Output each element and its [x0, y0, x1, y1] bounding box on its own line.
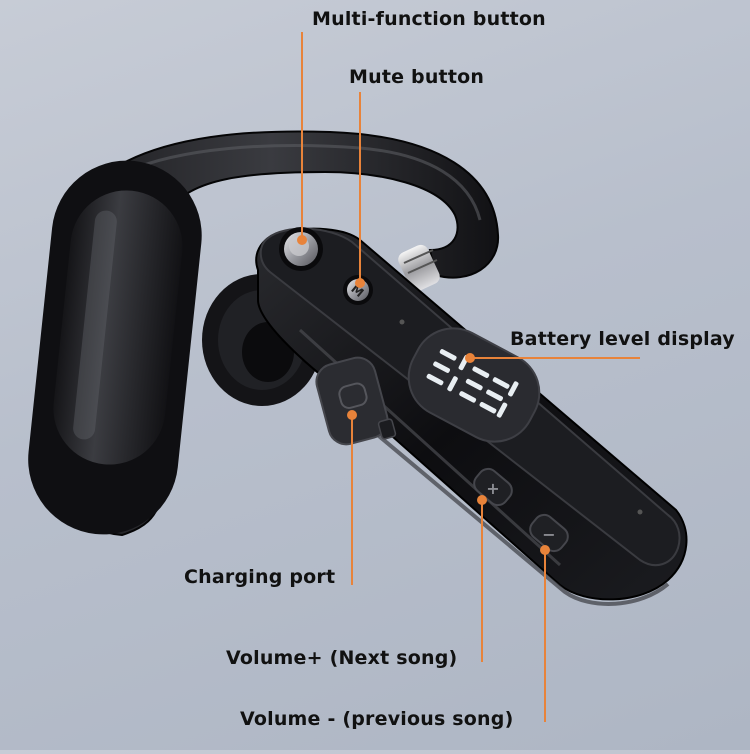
body-bottom-edge: [328, 393, 670, 606]
label-charging-port: Charging port: [184, 566, 336, 588]
label-battery-level-display: Battery level display: [510, 328, 735, 350]
led-digits: [426, 349, 519, 418]
label-multi-function-button: Multi-function button: [312, 8, 546, 30]
ear-pad-sheen: [73, 210, 117, 440]
label-volume-minus: Volume - (previous song): [240, 708, 514, 730]
hook-ring: [398, 244, 440, 292]
status-dot: [399, 319, 405, 325]
leader-lines: [301, 32, 640, 722]
mic-dot: [637, 509, 643, 515]
multi-function-button[interactable]: [279, 227, 323, 271]
volume-plus-glyph: +: [486, 479, 499, 498]
label-volume-plus: Volume+ (Next song): [226, 647, 458, 669]
battery-level-display: [407, 327, 541, 443]
volume-minus-button[interactable]: −: [526, 511, 572, 555]
charging-port[interactable]: [312, 354, 397, 449]
label-mute-button: Mute button: [349, 66, 485, 88]
ear-hook-highlight: [109, 144, 482, 221]
volume-minus-glyph: −: [542, 525, 555, 544]
ear-pad-inner: [53, 190, 183, 465]
mute-button[interactable]: M: [343, 275, 373, 305]
leader-dots: [297, 235, 550, 555]
